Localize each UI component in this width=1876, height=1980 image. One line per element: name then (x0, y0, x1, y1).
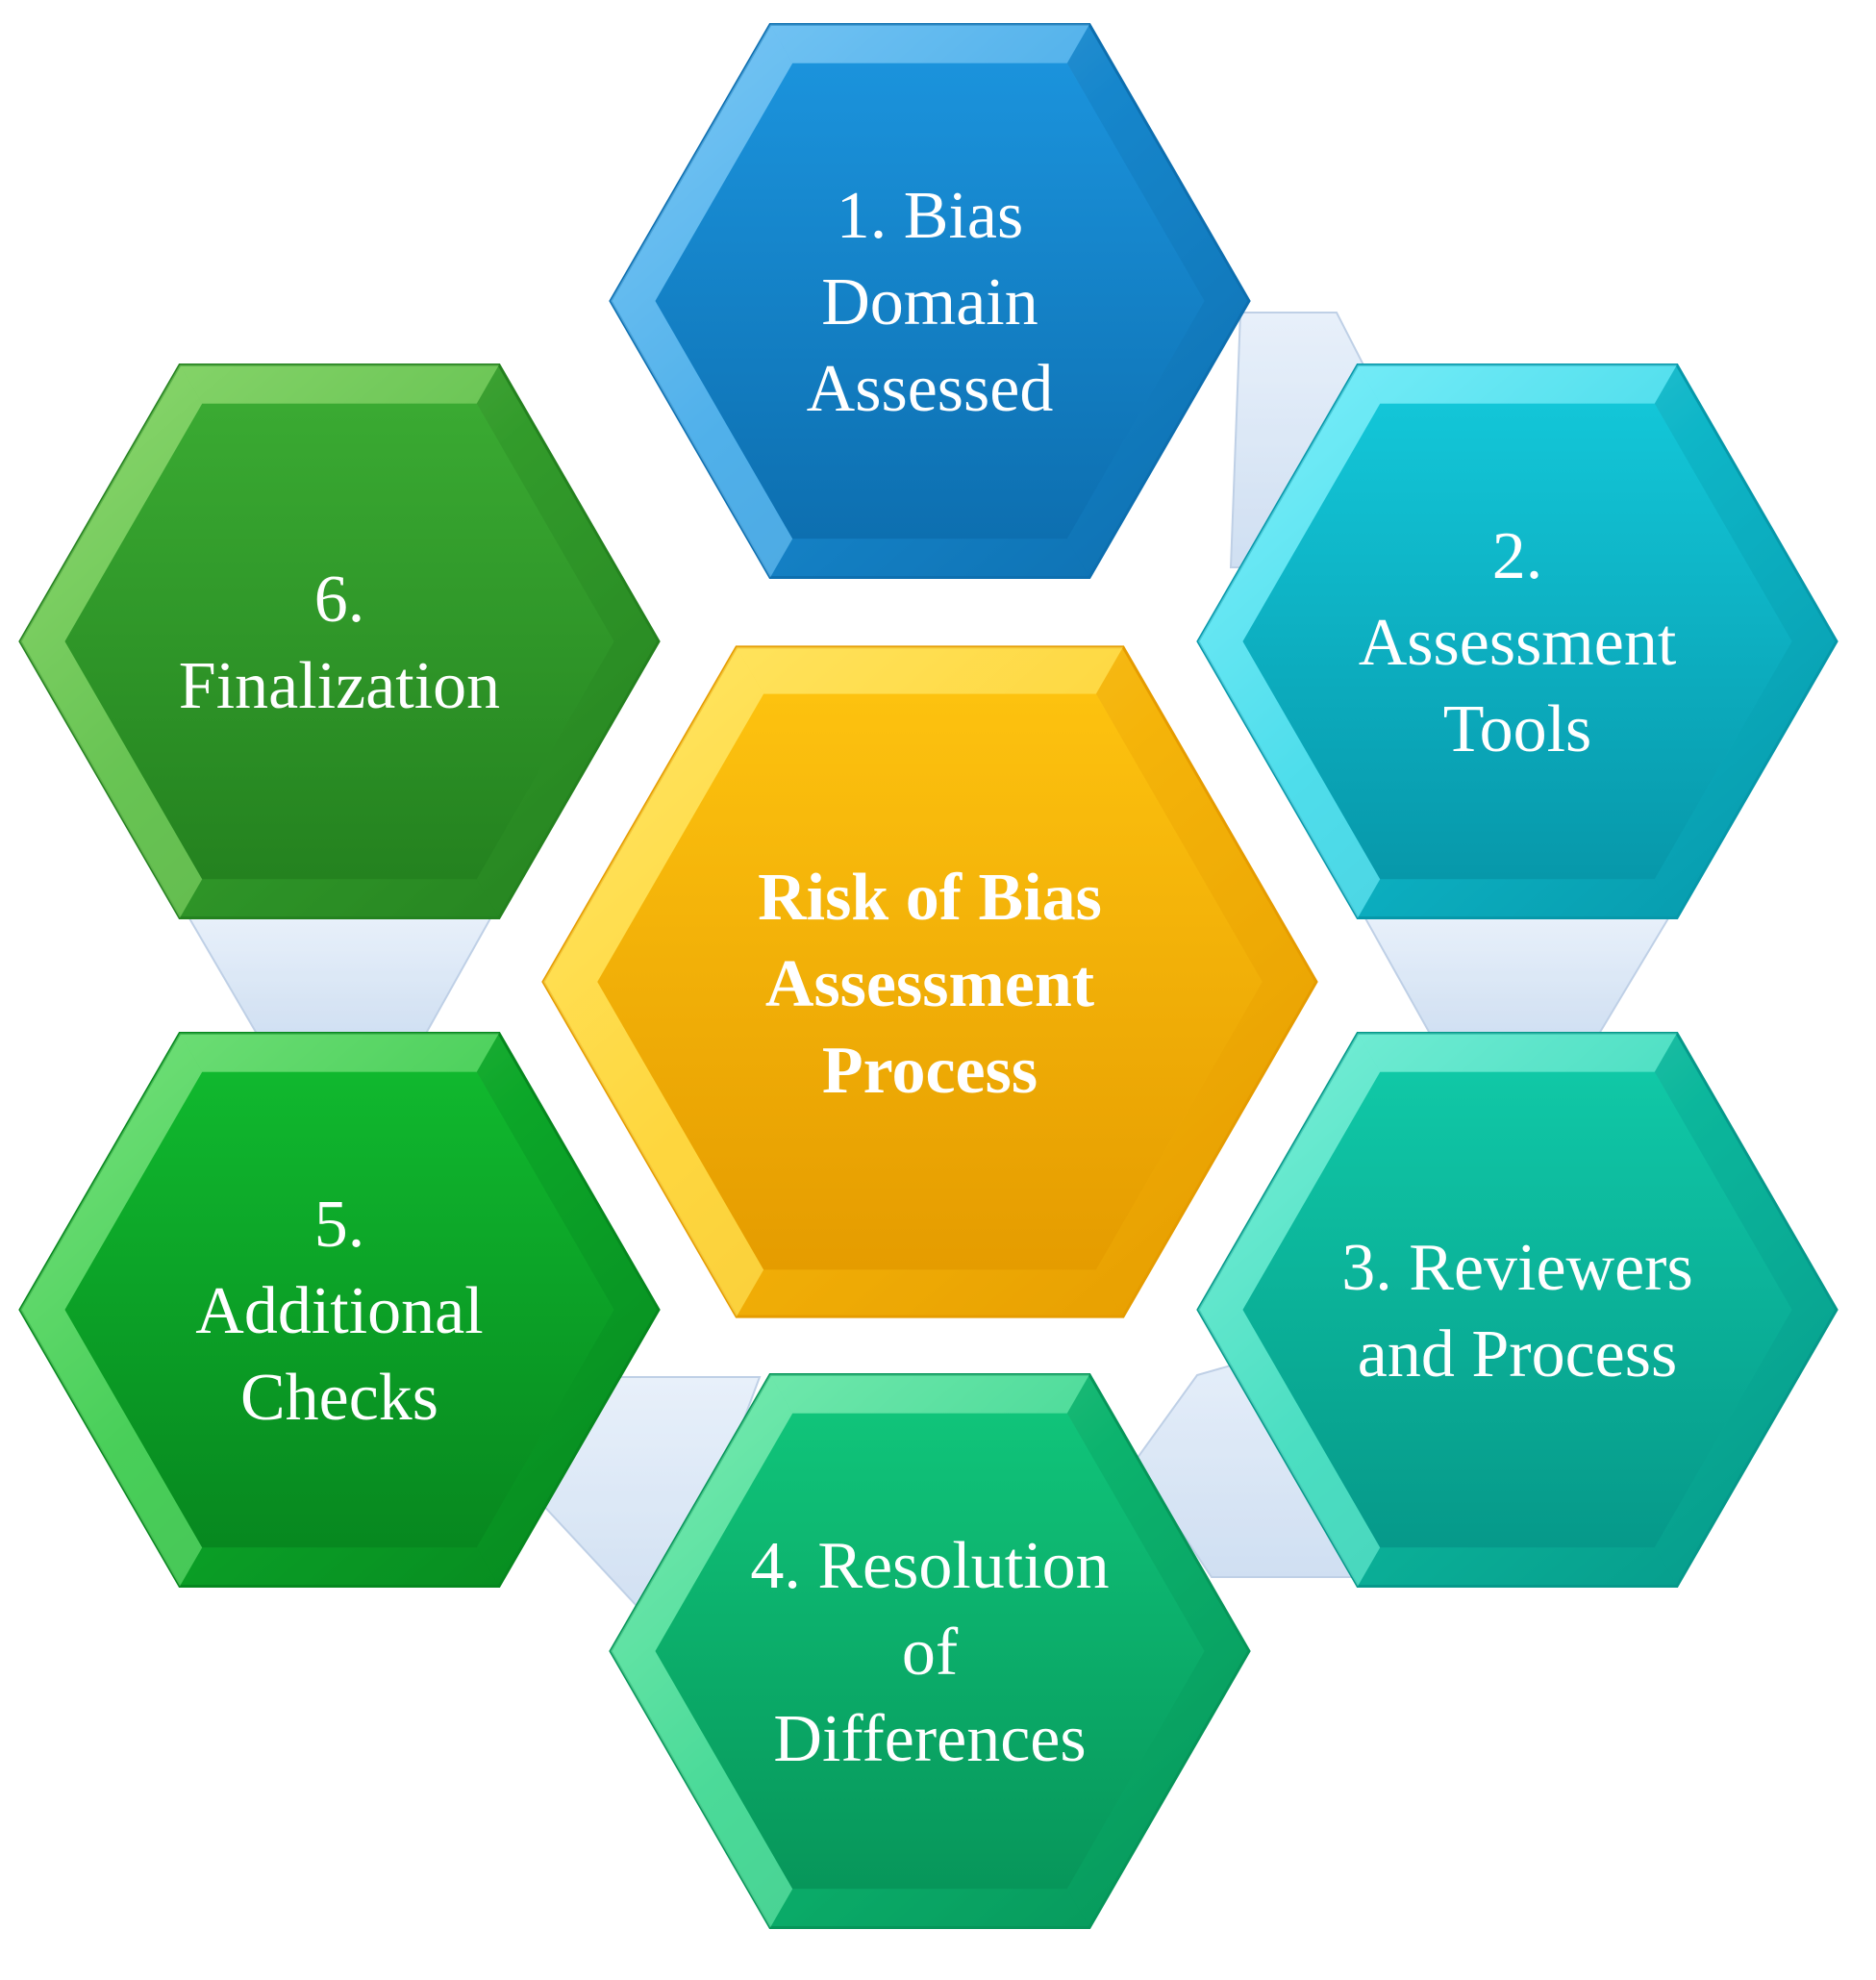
step-hexagon-2-bevel-facet (1654, 641, 1837, 918)
step-hexagon-6-label-line: Finalization (179, 649, 500, 723)
step-hexagon-3-bevel-facet (1198, 1310, 1381, 1587)
step-hexagon-6: 6. Finalization (18, 363, 661, 920)
step-hexagon-4-bevel-facet (611, 1374, 793, 1651)
connector-band-2 (1363, 917, 1670, 1040)
step-hexagon-2-bevel-facet (1358, 879, 1677, 918)
step-hexagon-4-label-line: of (902, 1616, 959, 1690)
step-hexagon-1-label-line: Domain (821, 265, 1038, 339)
center-hexagon-bevel-facet (1095, 982, 1316, 1317)
center-hexagon-inner-shape (597, 693, 1263, 1270)
step-hexagon-1-bevel-facet (770, 24, 1089, 63)
step-hexagon-1-bevel-facet (611, 24, 793, 302)
step-hexagon-3-label-line: 3. Reviewers (1341, 1231, 1692, 1305)
step-hexagon-4-bevel-facet (770, 1889, 1089, 1928)
step-hexagon-3-bevel-facet (1358, 1033, 1677, 1072)
step-hexagon-2-bevel-facet (1198, 364, 1381, 641)
step-hexagon-4-bevel-facet (611, 1651, 793, 1928)
step-hexagon-6-bevel-facet (476, 641, 659, 918)
center-hexagon-label-line: Risk of Bias (758, 861, 1102, 935)
step-hexagon-2-inner-shape (1242, 403, 1792, 880)
step-hexagon-1-bevel-facet (1066, 24, 1249, 302)
step-hexagon-4-inner-shape (655, 1413, 1205, 1890)
step-hexagon-3-label-line: and Process (1358, 1317, 1677, 1391)
step-hexagon-1-inner-shape (655, 63, 1205, 539)
step-hexagon-3: 3. Reviewers and Process (1196, 1031, 1838, 1589)
step-hexagon-3-inner-shape (1242, 1071, 1792, 1548)
step-hexagon-3-bevel-facet (1198, 1033, 1381, 1310)
step-hexagon-6-label-line: 6. (314, 563, 365, 637)
step-hexagon-5-bevel-facet (180, 1547, 499, 1587)
step-hexagon-4-label-line: Differences (773, 1702, 1086, 1776)
step-hexagon-4-label-line: 4. Resolution (750, 1529, 1109, 1603)
step-hexagon-2-bevel-facet (1198, 641, 1381, 918)
step-hexagon-5-bevel-facet (20, 1033, 203, 1310)
center-hexagon-label-line: Process (822, 1034, 1038, 1108)
center-hexagon-bevel-facet (737, 1269, 1123, 1317)
step-hexagon-5-label-line: Checks (240, 1361, 438, 1435)
step-hexagon-5-bevel-facet (476, 1310, 659, 1587)
center-hexagon-bevel-facet (543, 982, 764, 1317)
step-hexagon-4-bevel-facet (770, 1374, 1089, 1414)
step-hexagon-3-bevel-facet (1358, 1547, 1677, 1587)
step-hexagon-4-bevel-facet (1066, 1651, 1249, 1928)
step-hexagon-2-bevel-facet (1654, 364, 1837, 641)
step-hexagon-6-bevel-facet (180, 879, 499, 918)
center-hexagon-bevel-facet (543, 646, 764, 982)
step-hexagon-6-inner-shape (64, 403, 614, 880)
step-hexagon-6-bevel-facet (20, 641, 203, 918)
step-hexagon-5-bevel-facet (20, 1310, 203, 1587)
step-hexagon-2-label-line: 2. (1492, 519, 1543, 593)
step-hexagon-5-label-line: 5. (314, 1188, 365, 1262)
step-hexagon-2-label-line: Tools (1443, 692, 1592, 766)
step-hexagon-1-bevel-facet (1066, 301, 1249, 578)
step-hexagon-6-bevel-facet (476, 364, 659, 641)
step-hexagon-6-bevel-facet (180, 364, 499, 404)
step-hexagon-1-label-line: Assessed (807, 352, 1054, 426)
step-hexagon-1-bevel-facet (770, 539, 1089, 578)
step-hexagon-4-bevel-facet (1066, 1374, 1249, 1651)
step-hexagon-3-bevel-facet (1654, 1033, 1837, 1310)
connector-band-5 (188, 917, 492, 1040)
step-hexagon-3-bevel-facet (1654, 1310, 1837, 1587)
step-hexagon-1-label-line: 1. Bias (837, 179, 1023, 253)
center-hexagon-bevel-facet (737, 646, 1123, 694)
step-hexagon-5-bevel-facet (476, 1033, 659, 1310)
center-hexagon-label-line: Assessment (765, 947, 1094, 1021)
step-hexagon-5-bevel-facet (180, 1033, 499, 1072)
step-hexagon-5-inner-shape (64, 1071, 614, 1548)
step-hexagon-2-bevel-facet (1358, 364, 1677, 404)
step-hexagon-6-bevel-facet (20, 364, 203, 641)
step-hexagon-5-label-line: Additional (195, 1274, 483, 1348)
center-hexagon-bevel-facet (1095, 646, 1316, 982)
step-hexagon-2-label-line: Assessment (1359, 606, 1677, 680)
step-hexagon-1-bevel-facet (611, 301, 793, 578)
